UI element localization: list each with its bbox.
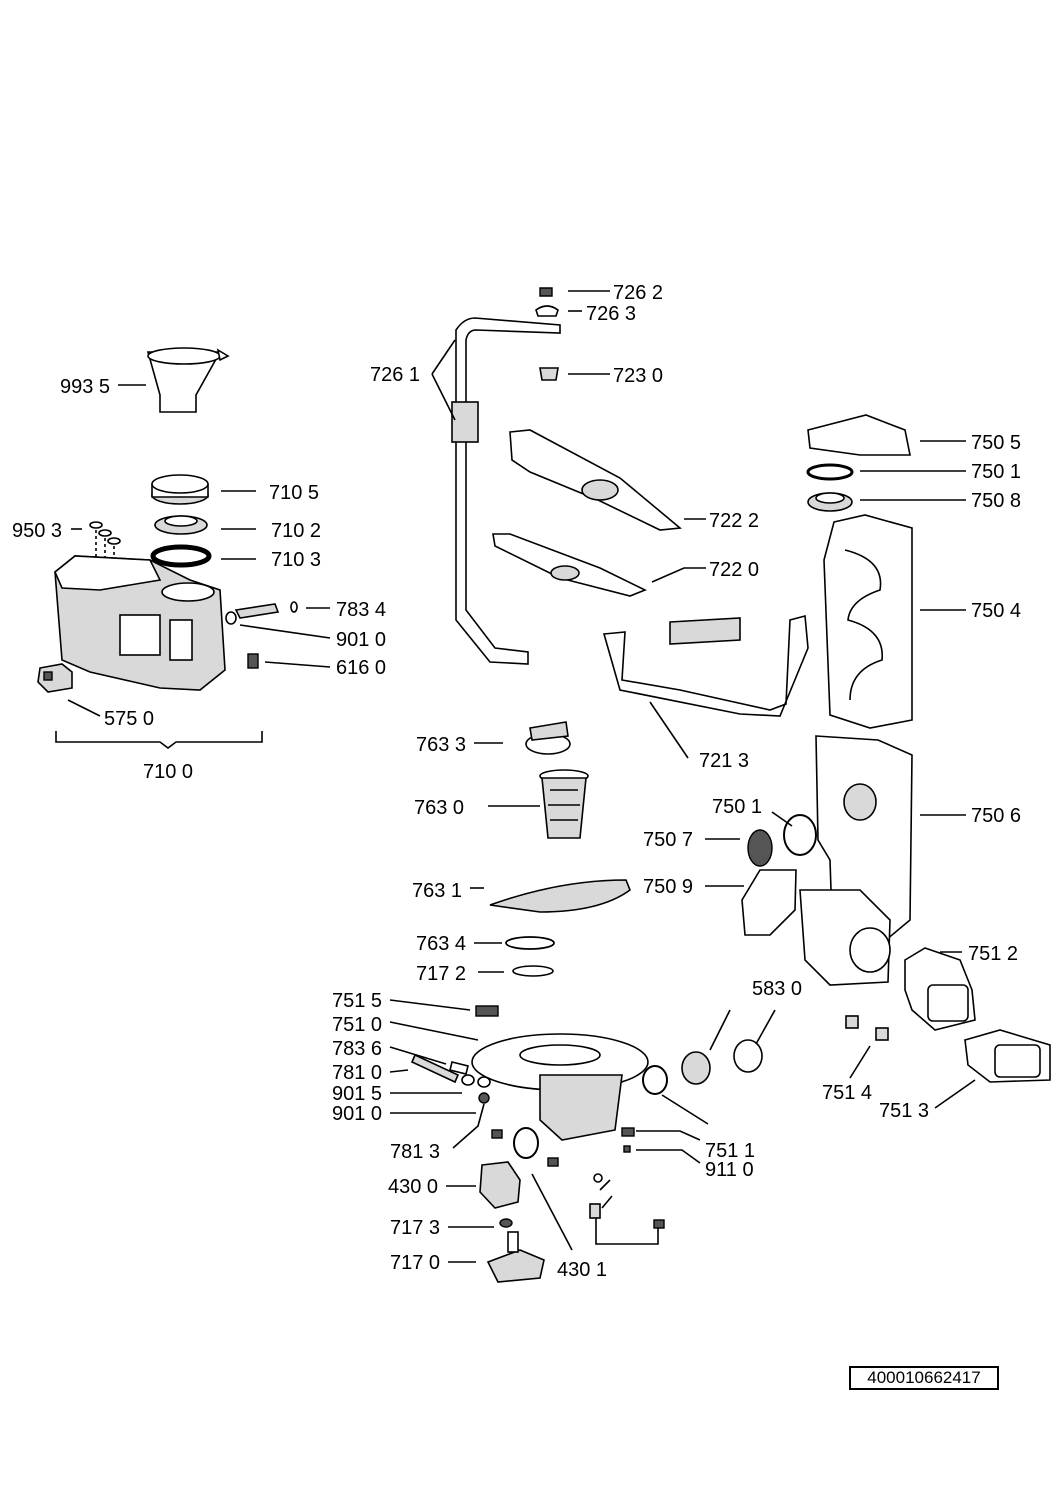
upper-spray-arm-7222-part [509, 429, 682, 531]
label-751-4: 751 4 [822, 1082, 872, 1104]
label-726-1: 726 1 [370, 364, 420, 386]
oring-4301-part [513, 1127, 539, 1159]
label-751-3: 751 3 [879, 1100, 929, 1122]
screws-7511-9110-part [491, 1127, 635, 1167]
label-781-3: 781 3 [390, 1141, 440, 1163]
diverter-7170-part [486, 1231, 545, 1283]
label-722-2: 722 2 [709, 510, 759, 532]
label-763-3: 763 3 [416, 734, 466, 756]
pump-4300-part [479, 1161, 521, 1209]
basket-rail-7213-part [602, 614, 809, 717]
label-722-0: 722 0 [709, 559, 759, 581]
gasket-7634-part [505, 936, 555, 950]
label-763-0: 763 0 [414, 797, 464, 819]
plate-7172-part [512, 965, 554, 977]
nut-7262-part [539, 287, 553, 297]
label-723-0: 723 0 [613, 365, 663, 387]
sensor-cable-part [589, 1173, 665, 1245]
heater-7509-part [741, 869, 797, 936]
label-583-0: 583 0 [752, 978, 802, 1000]
label-751-2: 751 2 [968, 943, 1018, 965]
label-751-0: 751 0 [332, 1014, 382, 1036]
washers-9503-part [89, 521, 121, 585]
funnel-part [146, 347, 230, 413]
label-430-0: 430 0 [388, 1176, 438, 1198]
label-710-0: 710 0 [143, 761, 193, 783]
label-721-3: 721 3 [699, 750, 749, 772]
label-751-1: 751 1 [705, 1140, 755, 1162]
sensor-7515-part [475, 1005, 499, 1017]
label-950-3: 950 3 [12, 520, 62, 542]
gasket-7501b-part [783, 814, 817, 856]
salt-container-part [54, 555, 226, 691]
label-717-0: 717 0 [390, 1252, 440, 1274]
label-750-5: 750 5 [971, 432, 1021, 454]
document-number: 400010662417 [849, 1366, 999, 1390]
label-430-1: 430 1 [557, 1259, 607, 1281]
label-575-0: 575 0 [104, 708, 154, 730]
sensor-7810-part [410, 1053, 460, 1084]
gasket-7173-part [499, 1218, 513, 1228]
connector-5750-part [37, 663, 73, 693]
label-993-5: 993 5 [60, 376, 110, 398]
label-750-7: 750 7 [643, 829, 693, 851]
bearing-7230-part [539, 367, 559, 381]
sump-7510-part [471, 1033, 649, 1141]
pump-5830-part [681, 1039, 763, 1085]
condenser-7504-part [823, 514, 913, 729]
duct-7506-part [799, 735, 913, 986]
label-750-1b: 750 1 [712, 796, 762, 818]
gasket-7501-part [806, 463, 854, 481]
label-750-9: 750 9 [643, 876, 693, 898]
label-783-4: 783 4 [336, 599, 386, 621]
ring-7102-part [154, 515, 208, 535]
label-763-4: 763 4 [416, 933, 466, 955]
filter-7630-part [539, 769, 589, 839]
label-911-0: 911 0 [705, 1159, 754, 1181]
rings-9015-9010-part [461, 1074, 491, 1104]
label-751-5: 751 5 [332, 990, 382, 1012]
label-750-8: 750 8 [971, 490, 1021, 512]
hose-7513-part [964, 1029, 1051, 1083]
hose-7512-part [904, 947, 976, 1031]
label-763-1: 763 1 [412, 880, 462, 902]
label-901-5: 901 5 [332, 1083, 382, 1105]
label-783-6: 783 6 [332, 1038, 382, 1060]
pipe-7261-part [451, 317, 561, 665]
label-750-6: 750 6 [971, 805, 1021, 827]
label-901-0b: 901 0 [332, 1103, 382, 1125]
oring-sump-part [642, 1065, 668, 1095]
clips-7514-part [845, 1015, 889, 1041]
label-717-3: 717 3 [390, 1217, 440, 1239]
label-710-3: 710 3 [271, 549, 321, 571]
pin-7834-part [225, 601, 298, 625]
label-781-0: 781 0 [332, 1062, 382, 1084]
switch-6160-part [247, 653, 259, 669]
clip-7263-part [535, 305, 559, 317]
wheel-7507-part [747, 829, 773, 867]
label-710-5: 710 5 [269, 482, 319, 504]
filter-cup-7633-part [525, 721, 571, 755]
label-750-1a: 750 1 [971, 461, 1021, 483]
fan-7508-part [807, 492, 853, 512]
microfilter-7631-part [489, 879, 631, 913]
gasket-7103-part [150, 544, 212, 568]
label-616-0: 616 0 [336, 657, 386, 679]
label-717-2: 717 2 [416, 963, 466, 985]
label-750-4: 750 4 [971, 600, 1021, 622]
label-726-3: 726 3 [586, 303, 636, 325]
salt-cap-part [151, 474, 209, 505]
lower-spray-arm-7220-part [492, 533, 647, 597]
label-726-2: 726 2 [613, 282, 663, 304]
heater-7836-part [449, 1061, 469, 1075]
label-901-0a: 901 0 [336, 629, 386, 651]
cover-7505-part [807, 414, 911, 456]
label-710-2: 710 2 [271, 520, 321, 542]
